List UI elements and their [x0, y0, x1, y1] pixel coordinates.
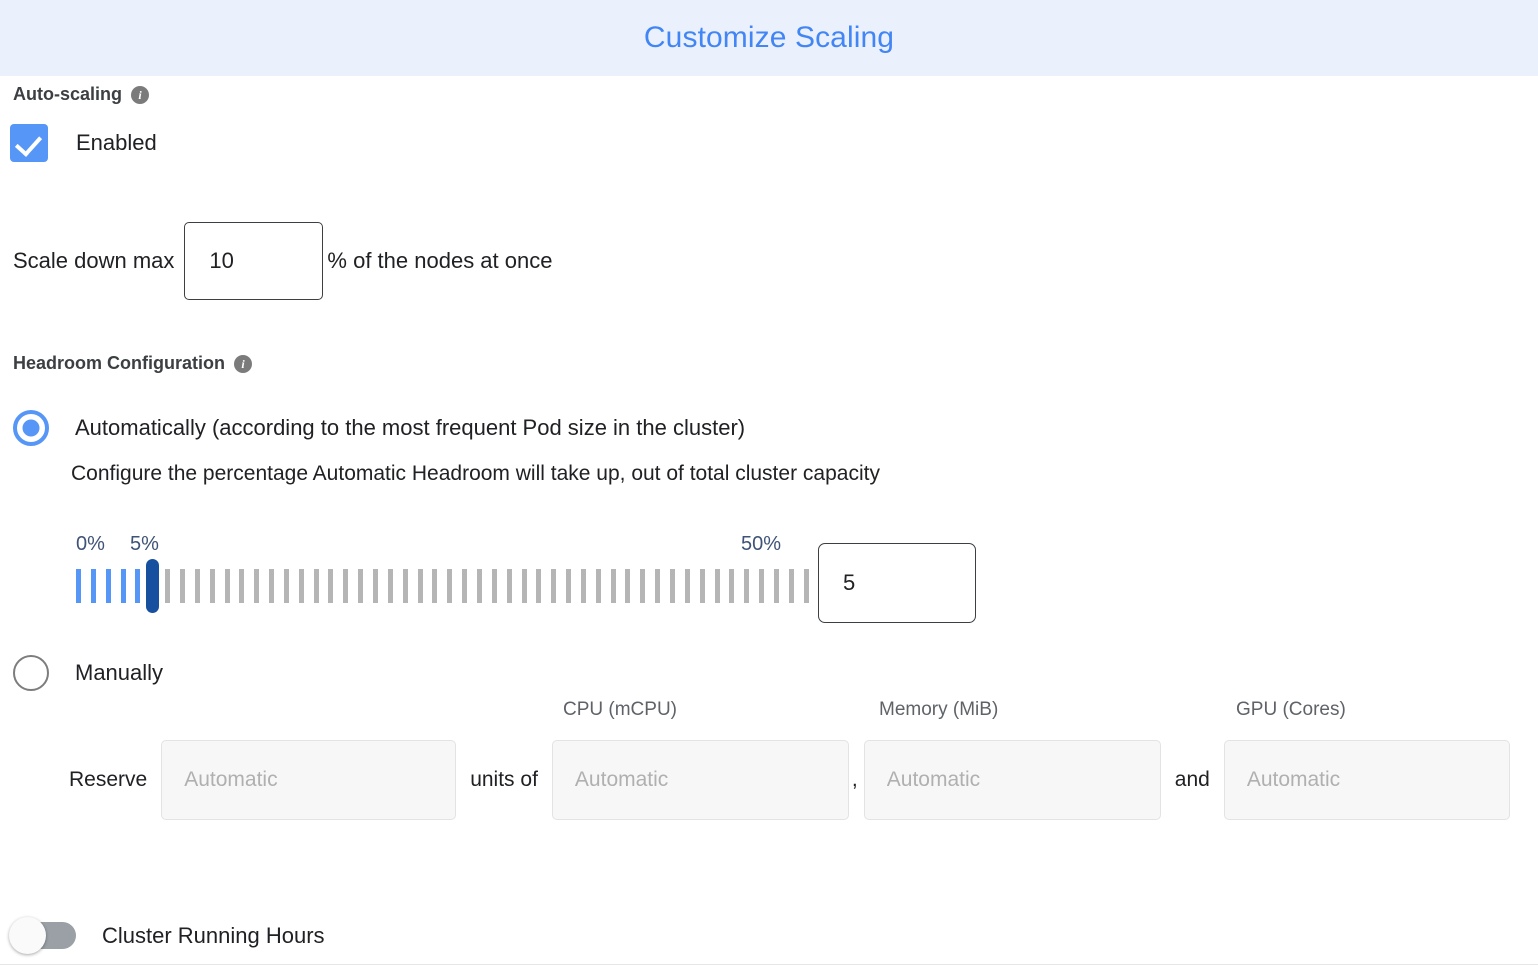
cpu-field-label: CPU (mCPU): [563, 699, 677, 720]
slider-tick[interactable]: [105, 569, 111, 603]
reserve-prefix-label: Reserve: [69, 768, 148, 791]
slider-tick[interactable]: [506, 569, 512, 603]
slider-track[interactable]: [76, 559, 809, 613]
toggle-knob: [9, 917, 46, 954]
slider-tick[interactable]: [788, 569, 794, 603]
scale-down-max-input[interactable]: [184, 222, 324, 300]
radio-manually-label: Manually: [75, 660, 164, 685]
slider-tick[interactable]: [521, 569, 527, 603]
slider-tick[interactable]: [447, 569, 453, 603]
slider-tick[interactable]: [209, 569, 215, 603]
auto-scaling-section-heading: Auto-scaling i: [13, 84, 150, 105]
slider-tick[interactable]: [759, 569, 765, 603]
slider-tick[interactable]: [432, 569, 438, 603]
slider-tick[interactable]: [640, 569, 646, 603]
slider-tick[interactable]: [269, 569, 275, 603]
headroom-configuration-section-heading: Headroom Configuration i: [13, 353, 252, 374]
slider-tick[interactable]: [566, 569, 572, 603]
slider-tick[interactable]: [595, 569, 601, 603]
slider-current-label: 5%: [130, 533, 159, 555]
slider-max-label: 50%: [741, 533, 782, 555]
cluster-running-hours-row[interactable]: Cluster Running Hours: [9, 917, 325, 954]
slider-tick[interactable]: [254, 569, 260, 603]
slider-tick[interactable]: [580, 569, 586, 603]
scale-down-max-row: Scale down max % of the nodes at once: [13, 222, 552, 300]
auto-scaling-heading-label: Auto-scaling: [13, 84, 123, 104]
slider-tick[interactable]: [313, 569, 319, 603]
scale-down-max-suffix: % of the nodes at once: [327, 248, 553, 273]
info-icon[interactable]: i: [234, 354, 252, 373]
slider-tick[interactable]: [76, 569, 81, 603]
slider-tick[interactable]: [402, 569, 408, 603]
headroom-option-automatic[interactable]: Automatically (according to the most fre…: [13, 410, 745, 446]
slider-tick[interactable]: [224, 569, 230, 603]
slider-tick[interactable]: [551, 569, 557, 603]
slider-tick[interactable]: [194, 569, 200, 603]
headroom-percentage-input[interactable]: [818, 543, 976, 623]
slider-tick[interactable]: [670, 569, 675, 603]
slider-tick[interactable]: [328, 569, 334, 603]
reserve-units-input[interactable]: [161, 740, 457, 820]
slider-tick[interactable]: [536, 569, 542, 603]
slider-tick[interactable]: [120, 569, 126, 603]
slider-tick[interactable]: [803, 569, 809, 603]
auto-scaling-enabled-checkbox[interactable]: [10, 124, 48, 162]
slider-tick[interactable]: [90, 569, 96, 603]
auto-scaling-enabled-row[interactable]: Enabled: [10, 124, 157, 162]
slider-tick[interactable]: [610, 569, 616, 603]
slider-tick[interactable]: [714, 569, 720, 603]
reserve-row: Reserve units of , and: [69, 740, 1510, 820]
slider-tick[interactable]: [387, 569, 393, 603]
slider-tick[interactable]: [625, 569, 631, 603]
slider-handle[interactable]: [146, 559, 160, 613]
reserve-cpu-input[interactable]: [551, 740, 849, 820]
auto-scaling-enabled-label: Enabled: [76, 130, 157, 155]
radio-automatic[interactable]: [13, 410, 49, 446]
cluster-running-hours-toggle[interactable]: [9, 917, 76, 954]
bottom-divider: [0, 964, 1538, 965]
radio-automatic-label: Automatically (according to the most fre…: [75, 415, 746, 440]
and-label: and: [1174, 768, 1210, 791]
memory-field-label: Memory (MiB): [879, 699, 999, 720]
headroom-option-manually[interactable]: Manually: [13, 655, 163, 691]
slider-tick[interactable]: [655, 569, 661, 603]
slider-tick[interactable]: [684, 569, 690, 603]
reserve-memory-input[interactable]: [863, 740, 1161, 820]
headroom-configuration-heading-label: Headroom Configuration: [13, 353, 225, 373]
slider-tick[interactable]: [165, 569, 171, 603]
slider-tick[interactable]: [729, 569, 735, 603]
cluster-running-hours-label: Cluster Running Hours: [102, 922, 325, 948]
slider-tick[interactable]: [179, 569, 185, 603]
slider-tick[interactable]: [343, 569, 349, 603]
comma-separator: ,: [851, 768, 858, 791]
slider-min-label: 0%: [76, 533, 105, 555]
scale-down-max-label: Scale down max: [13, 248, 175, 273]
slider-tick[interactable]: [476, 569, 482, 603]
slider-tick[interactable]: [298, 569, 304, 603]
gpu-field-label: GPU (Cores): [1236, 699, 1346, 720]
slider-tick[interactable]: [699, 569, 705, 603]
reserve-gpu-input[interactable]: [1223, 740, 1510, 820]
slider-tick[interactable]: [773, 569, 779, 603]
radio-manually[interactable]: [13, 655, 49, 691]
slider-tick[interactable]: [462, 569, 468, 603]
slider-tick[interactable]: [135, 569, 141, 603]
units-of-label: units of: [470, 768, 538, 791]
slider-tick[interactable]: [417, 569, 423, 603]
slider-tick[interactable]: [358, 569, 364, 603]
slider-tick[interactable]: [283, 569, 289, 603]
page-title: Customize Scaling: [643, 21, 895, 54]
info-icon[interactable]: i: [131, 85, 150, 104]
slider-tick[interactable]: [744, 569, 750, 603]
headroom-automatic-description: Configure the percentage Automatic Headr…: [71, 462, 880, 485]
dialog-header: Customize Scaling: [0, 0, 1538, 76]
slider-tick[interactable]: [239, 569, 245, 603]
headroom-percentage-slider[interactable]: 0% 5% 50%: [76, 533, 976, 633]
slider-tick[interactable]: [491, 569, 497, 603]
slider-tick[interactable]: [373, 569, 378, 603]
